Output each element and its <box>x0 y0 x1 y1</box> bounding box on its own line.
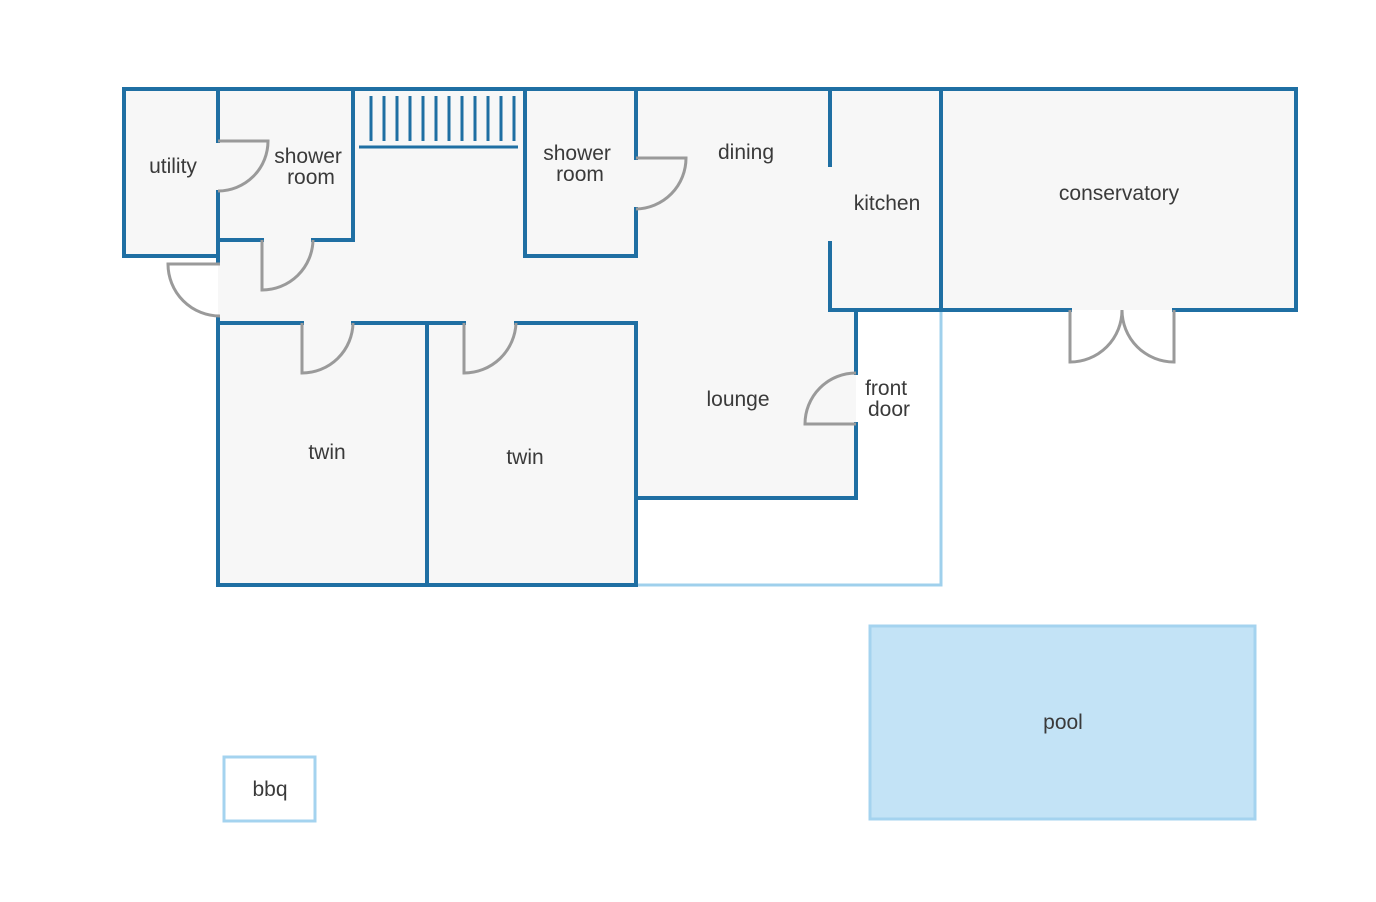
stairs <box>359 96 518 149</box>
label-twin-2: twin <box>506 446 543 469</box>
label-dining: dining <box>718 141 774 164</box>
label-shower-room-1-line1: shower <box>274 145 342 168</box>
door-twin-2 <box>462 322 518 375</box>
door-shower-room-1 <box>260 239 315 292</box>
floor-twin-1 <box>218 323 427 585</box>
door-west-entrance <box>166 262 221 318</box>
label-shower-room-1: shower room <box>274 145 348 189</box>
label-kitchen: kitchen <box>854 192 921 215</box>
label-twin-1: twin <box>308 441 345 464</box>
walls <box>122 87 1298 587</box>
door-front <box>803 371 857 426</box>
label-front-door-line1: front <box>865 377 907 400</box>
label-shower-room-2-line1: shower <box>543 142 611 165</box>
floor-utility <box>125 90 218 257</box>
floor-twin-2 <box>427 323 636 585</box>
bbq <box>222 755 317 823</box>
label-lounge: lounge <box>706 388 769 411</box>
doors <box>166 139 1176 426</box>
floor-conservatory <box>941 90 1296 310</box>
door-utility <box>217 139 270 193</box>
label-shower-room-2: shower room <box>543 142 617 186</box>
door-conservatory-right <box>1120 309 1176 364</box>
label-shower-room-1-line2: room <box>287 166 335 189</box>
floor-areas <box>125 90 1296 585</box>
patio-outline <box>636 310 943 587</box>
label-bbq: bbq <box>252 778 287 801</box>
label-pool: pool <box>1043 711 1083 734</box>
door-shower-room-2 <box>635 156 688 211</box>
label-utility: utility <box>149 155 197 178</box>
label-conservatory: conservatory <box>1059 182 1180 205</box>
door-conservatory-left <box>1068 309 1124 364</box>
door-twin-1 <box>300 322 355 375</box>
pool <box>868 624 1257 821</box>
label-front-door: front door <box>865 377 913 421</box>
labels: utility shower room shower room dining k… <box>149 141 1180 801</box>
label-front-door-line2: door <box>868 398 910 421</box>
label-shower-room-2-line2: room <box>556 163 604 186</box>
floor-lounge <box>636 310 856 498</box>
floor-dining <box>636 90 941 310</box>
